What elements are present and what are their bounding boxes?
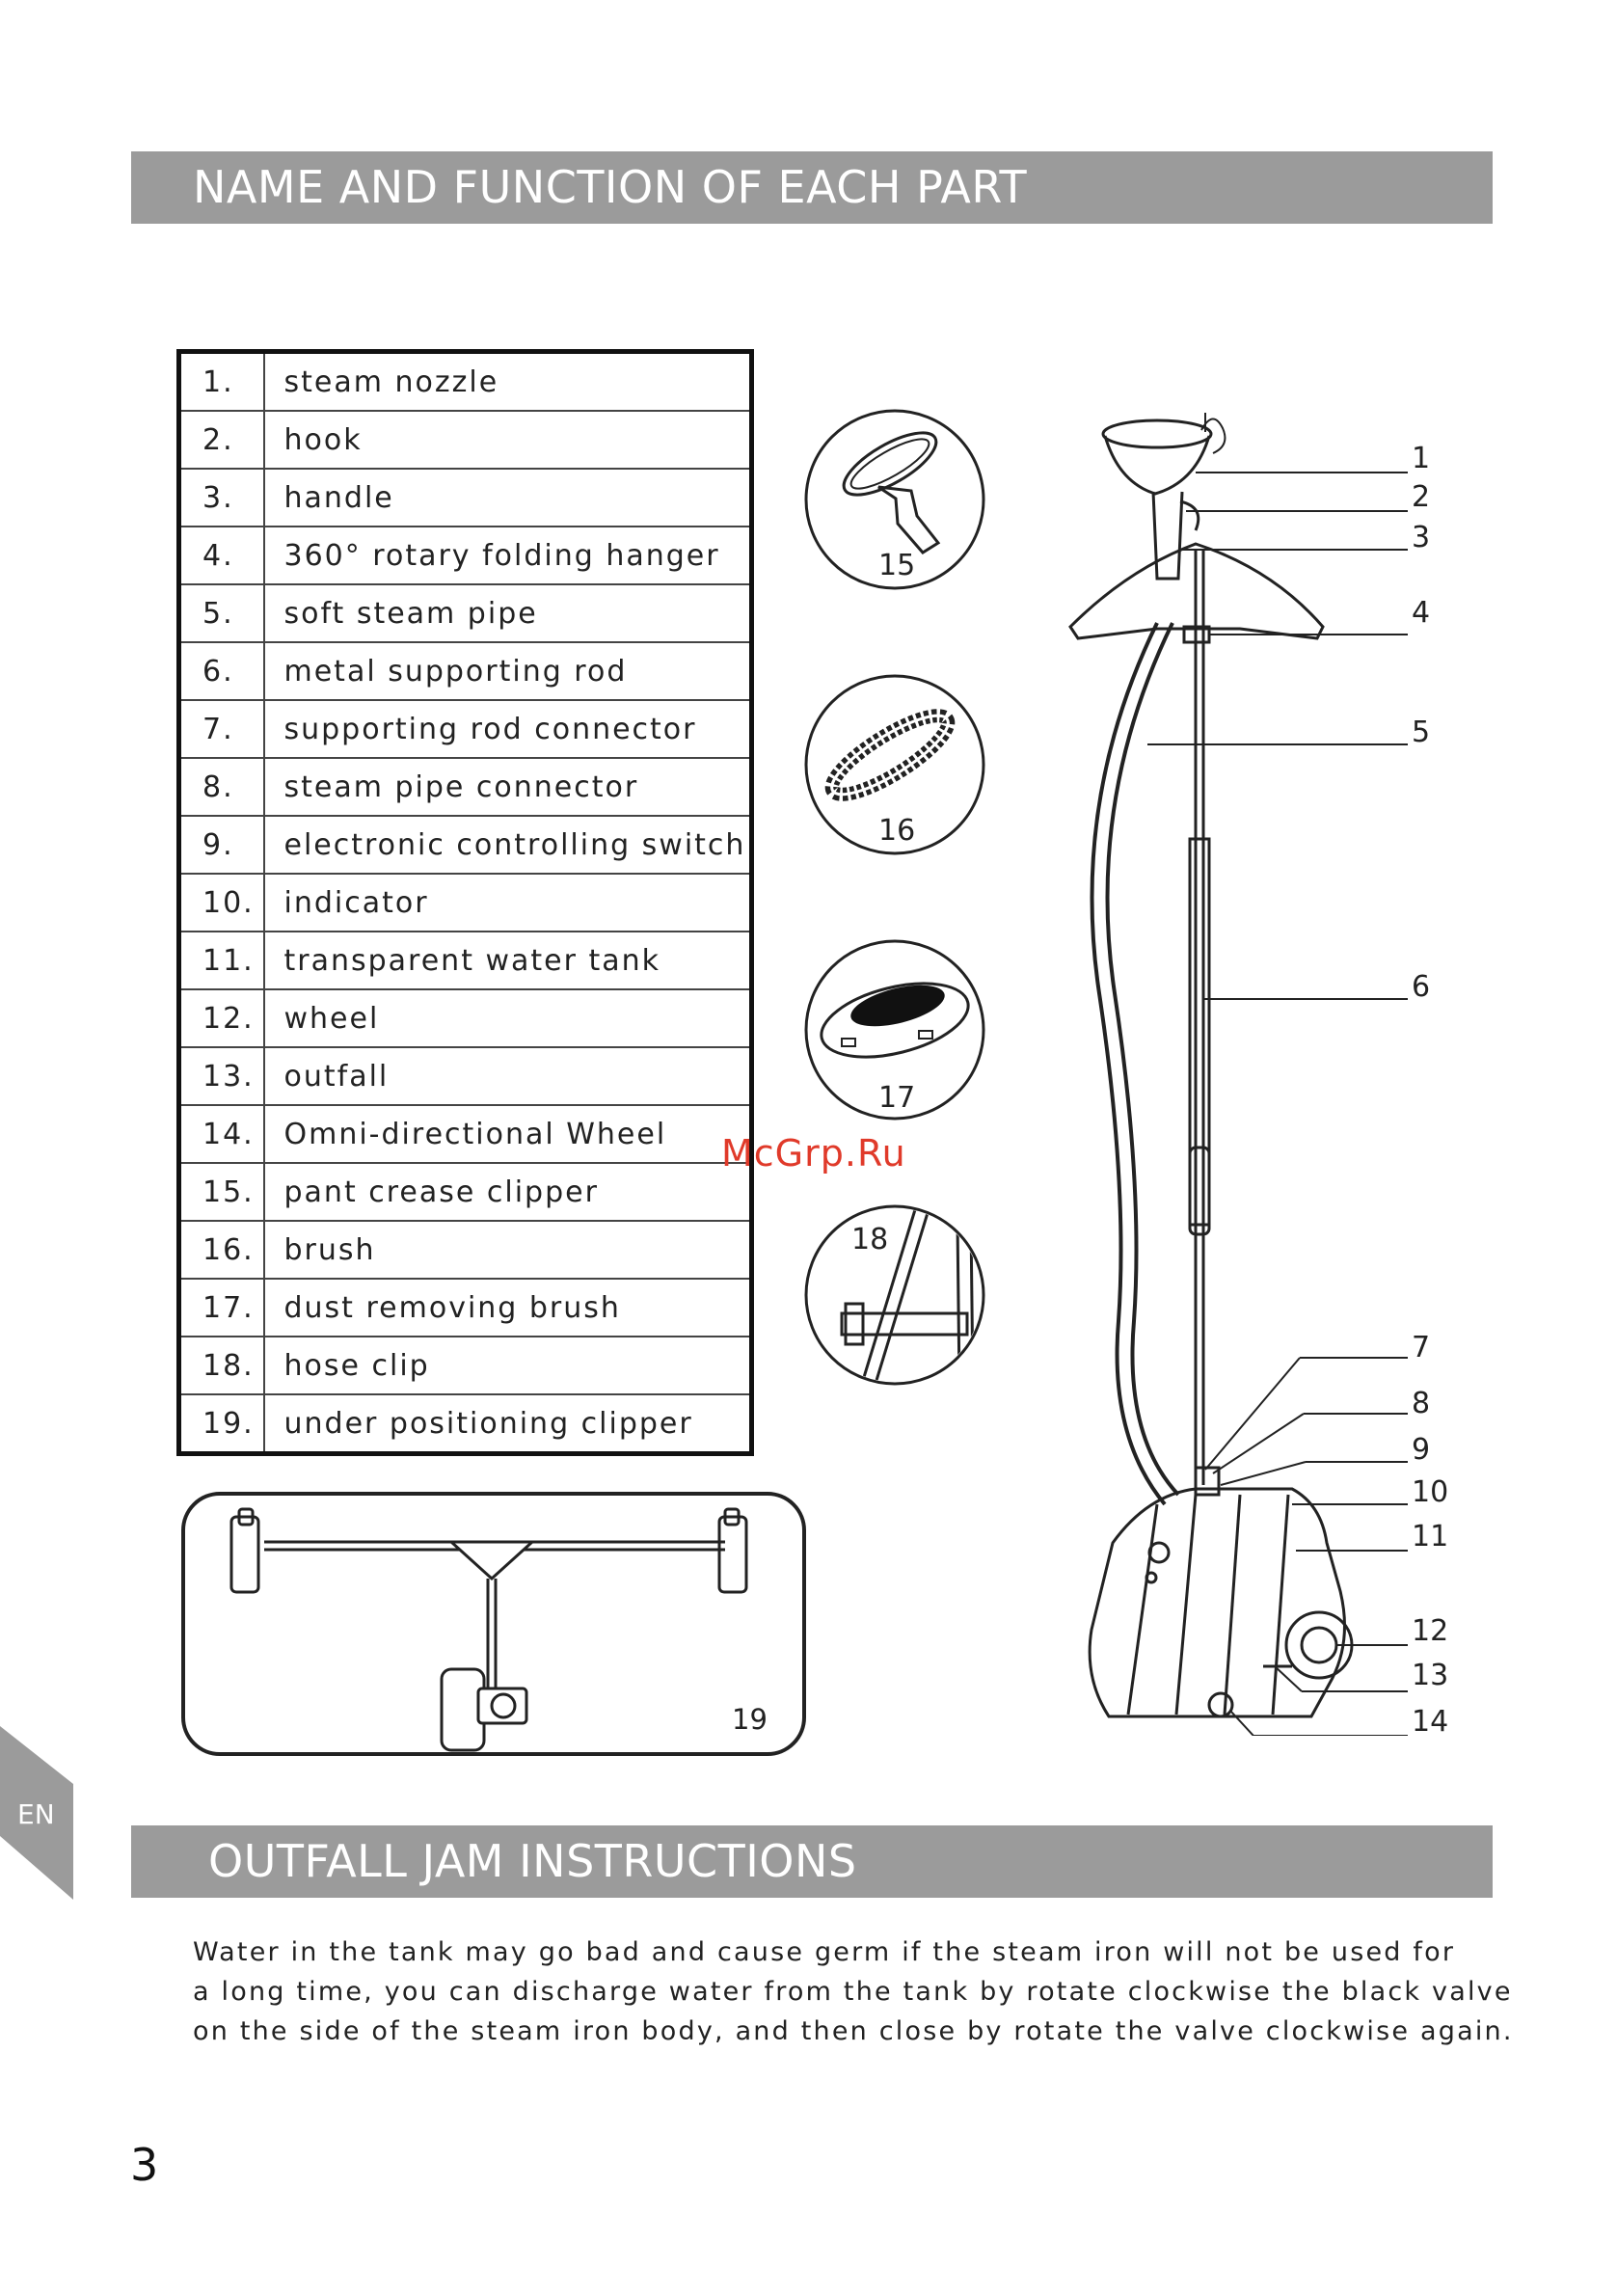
part-name: pant crease clipper bbox=[262, 1162, 753, 1222]
section-heading-name-function: NAME AND FUNCTION OF EACH PART bbox=[131, 151, 1493, 224]
outfall-line: a long time, you can discharge water fro… bbox=[193, 1977, 1513, 2007]
language-tab bbox=[0, 1726, 73, 1900]
diagram-callout-7: 7 bbox=[1412, 1331, 1431, 1364]
part-name: steam pipe connector bbox=[262, 757, 753, 817]
dust-removing-brush-illustration: 17 bbox=[803, 938, 986, 1121]
table-row: 7.supporting rod connector bbox=[177, 699, 753, 759]
diagram-callout-14: 14 bbox=[1412, 1705, 1449, 1739]
page-number: 3 bbox=[130, 2139, 159, 2191]
part-name: supporting rod connector bbox=[262, 699, 753, 759]
part-number: 3. bbox=[177, 468, 265, 527]
part-name: 360° rotary folding hanger bbox=[262, 526, 753, 585]
table-row: 8.steam pipe connector bbox=[177, 757, 753, 817]
accessory-label-19: 19 bbox=[732, 1703, 768, 1736]
pant-crease-clipper-illustration: 15 bbox=[803, 408, 986, 591]
accessory-label-16: 16 bbox=[878, 814, 916, 848]
diagram-callout-9: 9 bbox=[1412, 1433, 1431, 1467]
part-name: metal supporting rod bbox=[262, 641, 753, 701]
diagram-callout-4: 4 bbox=[1412, 596, 1431, 630]
table-row: 4.360° rotary folding hanger bbox=[177, 526, 753, 585]
part-name: steam nozzle bbox=[262, 350, 753, 412]
diagram-callout-13: 13 bbox=[1412, 1659, 1449, 1692]
part-name: indicator bbox=[262, 873, 753, 932]
part-number: 8. bbox=[177, 757, 265, 817]
part-name: Omni-directional Wheel bbox=[262, 1104, 753, 1164]
under-positioning-clipper-illustration bbox=[229, 1507, 748, 1752]
part-number: 1. bbox=[177, 350, 265, 412]
accessory-label-15: 15 bbox=[878, 549, 916, 582]
part-number: 13. bbox=[177, 1046, 265, 1106]
diagram-callout-10: 10 bbox=[1412, 1475, 1449, 1509]
diagram-callout-12: 12 bbox=[1412, 1614, 1449, 1648]
part-name: electronic controlling switch bbox=[262, 815, 753, 875]
brush-illustration: 16 bbox=[803, 673, 986, 856]
table-row: 14.Omni-directional Wheel bbox=[177, 1104, 753, 1164]
part-name: handle bbox=[262, 468, 753, 527]
part-number: 14. bbox=[177, 1104, 265, 1164]
table-row: 3.handle bbox=[177, 468, 753, 527]
part-name: wheel bbox=[262, 988, 753, 1048]
part-number: 12. bbox=[177, 988, 265, 1048]
part-number: 11. bbox=[177, 931, 265, 990]
table-row: 2.hook bbox=[177, 410, 753, 470]
part-number: 19. bbox=[177, 1393, 265, 1455]
outfall-line: Water in the tank may go bad and cause g… bbox=[193, 1937, 1456, 1967]
section-heading-outfall: OUTFALL JAM INSTRUCTIONS bbox=[131, 1825, 1493, 1898]
part-name: hose clip bbox=[262, 1336, 753, 1395]
part-number: 15. bbox=[177, 1162, 265, 1222]
part-name: brush bbox=[262, 1220, 753, 1280]
part-number: 10. bbox=[177, 873, 265, 932]
table-row: 9.electronic controlling switch bbox=[177, 815, 753, 875]
table-row: 12.wheel bbox=[177, 988, 753, 1048]
diagram-callout-6: 6 bbox=[1412, 970, 1431, 1004]
hose-clip-illustration: 18 bbox=[803, 1203, 986, 1387]
diagram-callout-2: 2 bbox=[1412, 480, 1431, 514]
table-row: 11.transparent water tank bbox=[177, 931, 753, 990]
diagram-callout-8: 8 bbox=[1412, 1387, 1431, 1420]
table-row: 13.outfall bbox=[177, 1046, 753, 1106]
part-number: 6. bbox=[177, 641, 265, 701]
table-row: 18.hose clip bbox=[177, 1336, 753, 1395]
part-number: 4. bbox=[177, 526, 265, 585]
garment-steamer-diagram bbox=[1068, 413, 1408, 1736]
table-row: 5.soft steam pipe bbox=[177, 583, 753, 643]
part-number: 2. bbox=[177, 410, 265, 470]
part-number: 18. bbox=[177, 1336, 265, 1395]
accessory-label-18: 18 bbox=[851, 1223, 889, 1256]
table-row: 10.indicator bbox=[177, 873, 753, 932]
table-row: 1.steam nozzle bbox=[177, 350, 753, 412]
diagram-callout-5: 5 bbox=[1412, 716, 1431, 749]
watermark: McGrp.Ru bbox=[721, 1132, 906, 1175]
under-positioning-clipper-panel: 19 bbox=[181, 1492, 806, 1756]
part-name: outfall bbox=[262, 1046, 753, 1106]
language-tab-label: EN bbox=[17, 1798, 55, 1830]
part-name: transparent water tank bbox=[262, 931, 753, 990]
part-number: 7. bbox=[177, 699, 265, 759]
part-number: 16. bbox=[177, 1220, 265, 1280]
table-row: 17.dust removing brush bbox=[177, 1278, 753, 1337]
outfall-line: on the side of the steam iron body, and … bbox=[193, 2016, 1514, 2046]
part-number: 9. bbox=[177, 815, 265, 875]
part-number: 5. bbox=[177, 583, 265, 643]
table-row: 19.under positioning clipper bbox=[177, 1393, 753, 1455]
part-name: soft steam pipe bbox=[262, 583, 753, 643]
diagram-callout-1: 1 bbox=[1412, 442, 1431, 475]
part-name: hook bbox=[262, 410, 753, 470]
table-row: 16.brush bbox=[177, 1220, 753, 1280]
table-row: 6.metal supporting rod bbox=[177, 641, 753, 701]
accessory-label-17: 17 bbox=[878, 1081, 916, 1115]
table-row: 15.pant crease clipper bbox=[177, 1162, 753, 1222]
outfall-instructions-text: Water in the tank may go bad and cause g… bbox=[193, 1932, 1514, 2051]
diagram-callout-11: 11 bbox=[1412, 1520, 1449, 1553]
part-number: 17. bbox=[177, 1278, 265, 1337]
part-name: under positioning clipper bbox=[262, 1393, 753, 1455]
part-name: dust removing brush bbox=[262, 1278, 753, 1337]
diagram-callout-3: 3 bbox=[1412, 521, 1431, 554]
